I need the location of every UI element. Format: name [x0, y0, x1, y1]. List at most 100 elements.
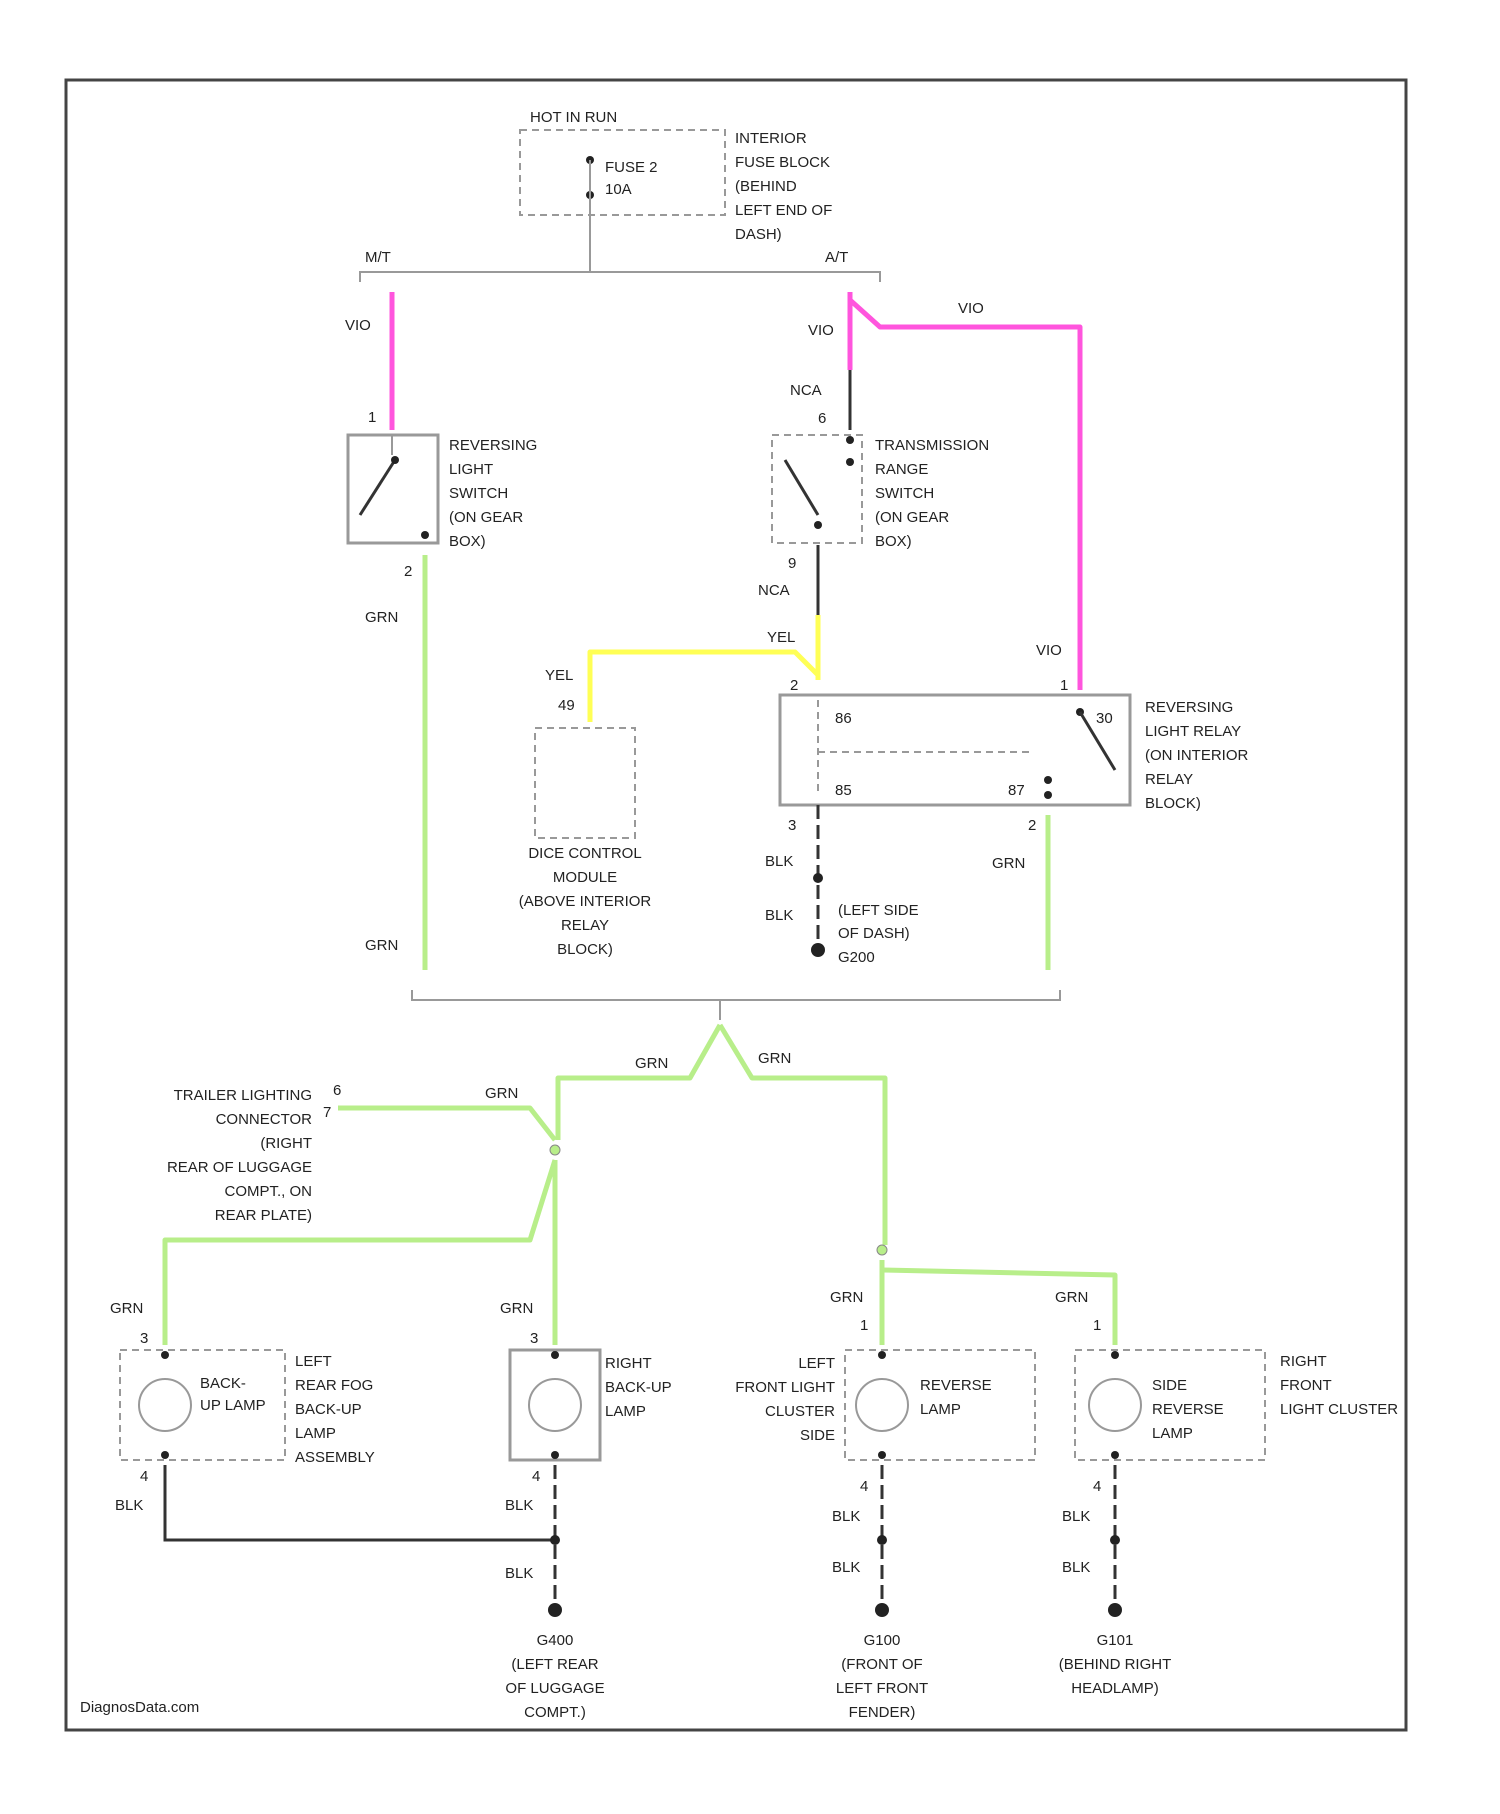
relay-pin1: 1 — [1060, 677, 1068, 694]
g200-line-2: OF DASH) — [838, 925, 910, 942]
reverse-lamp-pin1: 1 — [860, 1317, 868, 1334]
ground-splice — [813, 873, 823, 883]
g100-line-1: G100 — [864, 1632, 901, 1649]
left-lamp-line-2: UP LAMP — [200, 1397, 266, 1414]
reverse-lamp-terminal-top — [878, 1351, 886, 1359]
left-assy-line-4: LAMP — [295, 1425, 336, 1442]
side-reverse-bulb-icon — [1089, 1379, 1141, 1431]
reverse-lamp-blk-label-2: BLK — [832, 1559, 860, 1576]
rev-switch-contact — [360, 460, 395, 515]
range-switch-pin6: 6 — [818, 410, 826, 427]
left-assy-line-3: BACK-UP — [295, 1401, 362, 1418]
relay-pin3: 3 — [788, 817, 796, 834]
g100-line-3: LEFT FRONT — [836, 1680, 928, 1697]
rev-switch-pin1: 1 — [368, 409, 376, 426]
right-backup-terminal-bottom — [551, 1451, 559, 1459]
right-backup-lamp: 3 RIGHT BACK-UP LAMP 4 — [510, 1330, 672, 1485]
rev-switch-line-3: SWITCH — [449, 485, 508, 502]
lf-cluster-line-1: LEFT — [798, 1355, 835, 1372]
right-backup-line-3: LAMP — [605, 1403, 646, 1420]
hot-in-run-label: HOT IN RUN — [530, 109, 617, 126]
range-switch-line-1: TRANSMISSION — [875, 437, 989, 454]
rev-switch-pin2: 2 — [404, 563, 412, 580]
right-lamp-grn-label: GRN — [500, 1300, 533, 1317]
side-reverse-lamp: 1 SIDE REVERSE LAMP 4 — [1075, 1317, 1265, 1495]
yel-label-dice: YEL — [545, 667, 573, 684]
ground-g101 — [1108, 1603, 1122, 1617]
dice-line-5: BLOCK) — [557, 941, 613, 958]
trailer-line-2: CONNECTOR — [216, 1111, 313, 1128]
relay-pin2-out: 2 — [1028, 817, 1036, 834]
ground-g400 — [548, 1603, 562, 1617]
range-switch-line-2: RANGE — [875, 461, 928, 478]
side-reverse-pin1: 1 — [1093, 1317, 1101, 1334]
side-reverse-grn-label: GRN — [1055, 1289, 1088, 1306]
grn-right-trunk-label: GRN — [758, 1050, 791, 1067]
right-backup-bulb-icon — [529, 1379, 581, 1431]
trailer-line-5: COMPT., ON — [224, 1183, 312, 1200]
reverse-lamp-grn-label: GRN — [830, 1289, 863, 1306]
relay-feed-vio-label: VIO — [958, 300, 984, 317]
right-backup-box — [510, 1350, 600, 1460]
relay-terminal-87a — [1044, 776, 1052, 784]
dice-control-module: DICE CONTROL MODULE (ABOVE INTERIOR RELA… — [519, 728, 652, 958]
yel-label-relay: YEL — [767, 629, 795, 646]
fuse-block-line-1: INTERIOR — [735, 130, 807, 147]
trailer-line-1: TRAILER LIGHTING — [174, 1087, 312, 1104]
rf-cluster-line-2: FRONT — [1280, 1377, 1332, 1394]
rev-switch-line-4: (ON GEAR — [449, 509, 523, 526]
fuse-label: FUSE 2 — [605, 159, 658, 176]
right-backup-blk-label-2: BLK — [505, 1565, 533, 1582]
range-switch-pin9: 9 — [788, 555, 796, 572]
relay-vio-label: VIO — [1036, 642, 1062, 659]
trailer-line-6: REAR PLATE) — [215, 1207, 312, 1224]
fuse-block-line-3: (BEHIND — [735, 178, 797, 195]
at-nca-label-top: NCA — [790, 382, 822, 399]
trailer-pin6: 6 — [333, 1082, 341, 1099]
side-reverse-line-3: LAMP — [1152, 1425, 1193, 1442]
fuse-block-line-4: LEFT END OF — [735, 202, 832, 219]
ground-g200 — [811, 943, 825, 957]
side-reverse-pin4: 4 — [1093, 1478, 1101, 1495]
rf-cluster-line-1: RIGHT — [1280, 1353, 1327, 1370]
g100-splice — [877, 1535, 887, 1545]
range-switch-terminal-a — [846, 436, 854, 444]
relay-terminal-87b — [1044, 791, 1052, 799]
left-front-cluster-label: LEFT FRONT LIGHT CLUSTER SIDE — [735, 1355, 835, 1444]
mt-grn-label-1: GRN — [365, 609, 398, 626]
right-backup-line-1: RIGHT — [605, 1355, 652, 1372]
relay-blk-label-1: BLK — [765, 853, 793, 870]
reverse-lamp-pin4: 4 — [860, 1478, 868, 1495]
reverse-lamp-bulb-icon — [856, 1379, 908, 1431]
grn-right-trunk — [720, 1025, 885, 1245]
rev-switch-line-5: BOX) — [449, 533, 486, 550]
right-backup-pin4: 4 — [532, 1468, 540, 1485]
right-splice — [877, 1245, 887, 1255]
trailer-line-4: REAR OF LUGGAGE — [167, 1159, 312, 1176]
g101-splice — [1110, 1535, 1120, 1545]
right-backup-terminal-top — [551, 1351, 559, 1359]
grn-left-trunk-label: GRN — [635, 1055, 668, 1072]
left-lamp-terminal-bottom — [161, 1451, 169, 1459]
left-assy-line-5: ASSEMBLY — [295, 1449, 375, 1466]
range-switch-contact — [785, 460, 818, 515]
g100-line-2: (FRONT OF — [841, 1656, 922, 1673]
left-lamp-line-1: BACK- — [200, 1375, 246, 1392]
trailer-line-3: (RIGHT — [260, 1135, 312, 1152]
relay-blk-label-2: BLK — [765, 907, 793, 924]
at-label: A/T — [825, 249, 848, 266]
at-nca-label-bottom: NCA — [758, 582, 790, 599]
reversing-light-relay: 2 1 86 30 85 87 REVERSING LIGHT RELAY (O… — [780, 642, 1248, 812]
trailer-pin7: 7 — [323, 1104, 331, 1121]
range-switch: VIO VIO NCA 6 TRANSMISSION RANGE SWITCH … — [758, 292, 1080, 690]
relay-pin87: 87 — [1008, 782, 1025, 799]
rf-cluster-line-3: LIGHT CLUSTER — [1280, 1401, 1398, 1418]
dice-line-4: RELAY — [561, 917, 609, 934]
right-backup-blk-label-1: BLK — [505, 1497, 533, 1514]
left-assy-line-1: LEFT — [295, 1353, 332, 1370]
fuse-rating: 10A — [605, 181, 632, 198]
grn-side-reverse-wire — [882, 1270, 1115, 1345]
diagram-frame — [66, 80, 1406, 1730]
dash-ground: 3 BLK BLK (LEFT SIDE OF DASH) G200 — [765, 805, 919, 966]
